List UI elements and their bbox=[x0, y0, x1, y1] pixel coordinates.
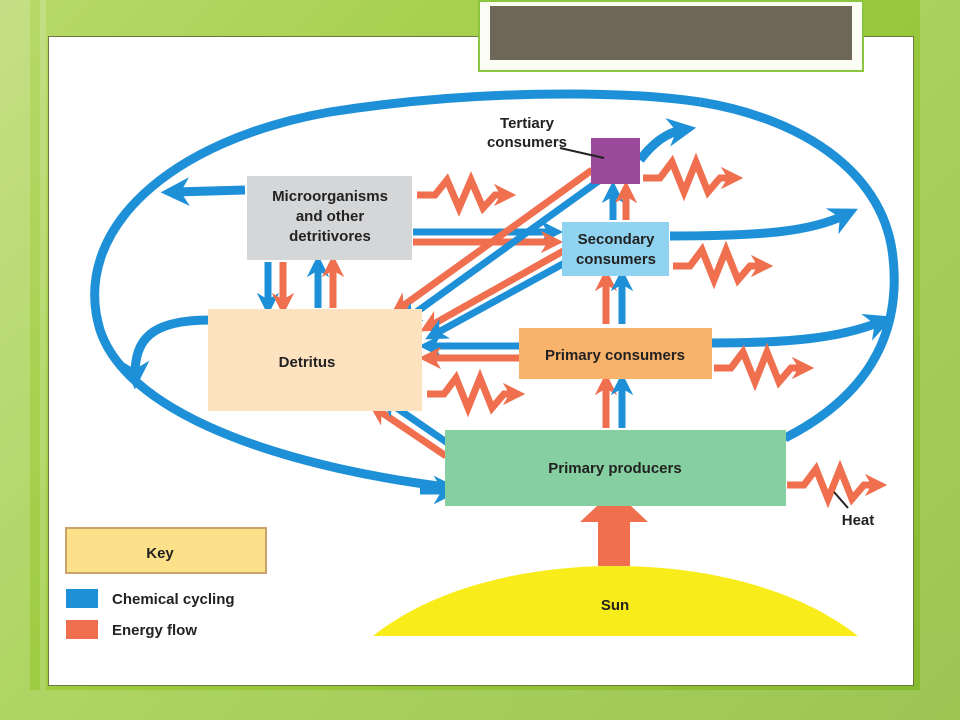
legend-swatch-chemical bbox=[66, 589, 98, 608]
detritus-label: Detritus bbox=[279, 354, 336, 371]
flow-arrows bbox=[256, 167, 648, 566]
micro-label-2: and other bbox=[296, 208, 364, 225]
title-placeholder-fill bbox=[490, 6, 852, 60]
tertiary-consumers-node: Tertiary consumers bbox=[487, 115, 640, 184]
secondary-label-2: consumers bbox=[576, 251, 656, 268]
legend-chemical-label: Chemical cycling bbox=[112, 591, 235, 608]
legend-title: Key bbox=[146, 545, 174, 562]
tertiary-label-2: consumers bbox=[487, 134, 567, 151]
detritus-node: Detritus bbox=[208, 309, 422, 411]
legend-energy-label: Energy flow bbox=[112, 622, 197, 639]
primary-consumers-label: Primary consumers bbox=[545, 347, 685, 364]
micro-label-3: detritivores bbox=[289, 228, 371, 245]
tertiary-label-1: Tertiary bbox=[500, 115, 555, 132]
micro-label-1: Microorganisms bbox=[272, 188, 388, 205]
primary-producers-label: Primary producers bbox=[548, 460, 681, 477]
legend-swatch-energy bbox=[66, 620, 98, 639]
primary-consumers-node: Primary consumers bbox=[519, 328, 712, 379]
legend: Key Chemical cycling Energy flow bbox=[65, 527, 267, 639]
heat-zigzags bbox=[417, 152, 888, 509]
primary-producers-node: Primary producers bbox=[445, 430, 786, 506]
heat-label: Heat bbox=[842, 512, 875, 529]
sun-label: Sun bbox=[601, 597, 629, 614]
secondary-label-1: Secondary bbox=[578, 231, 655, 248]
chemical-cycle-loop bbox=[90, 89, 899, 505]
microorganisms-node: Microorganisms and other detritivores bbox=[247, 176, 412, 260]
slide-title-placeholder[interactable] bbox=[478, 0, 864, 72]
sun-shape bbox=[373, 566, 858, 636]
secondary-consumers-node: Secondary consumers bbox=[562, 222, 669, 276]
